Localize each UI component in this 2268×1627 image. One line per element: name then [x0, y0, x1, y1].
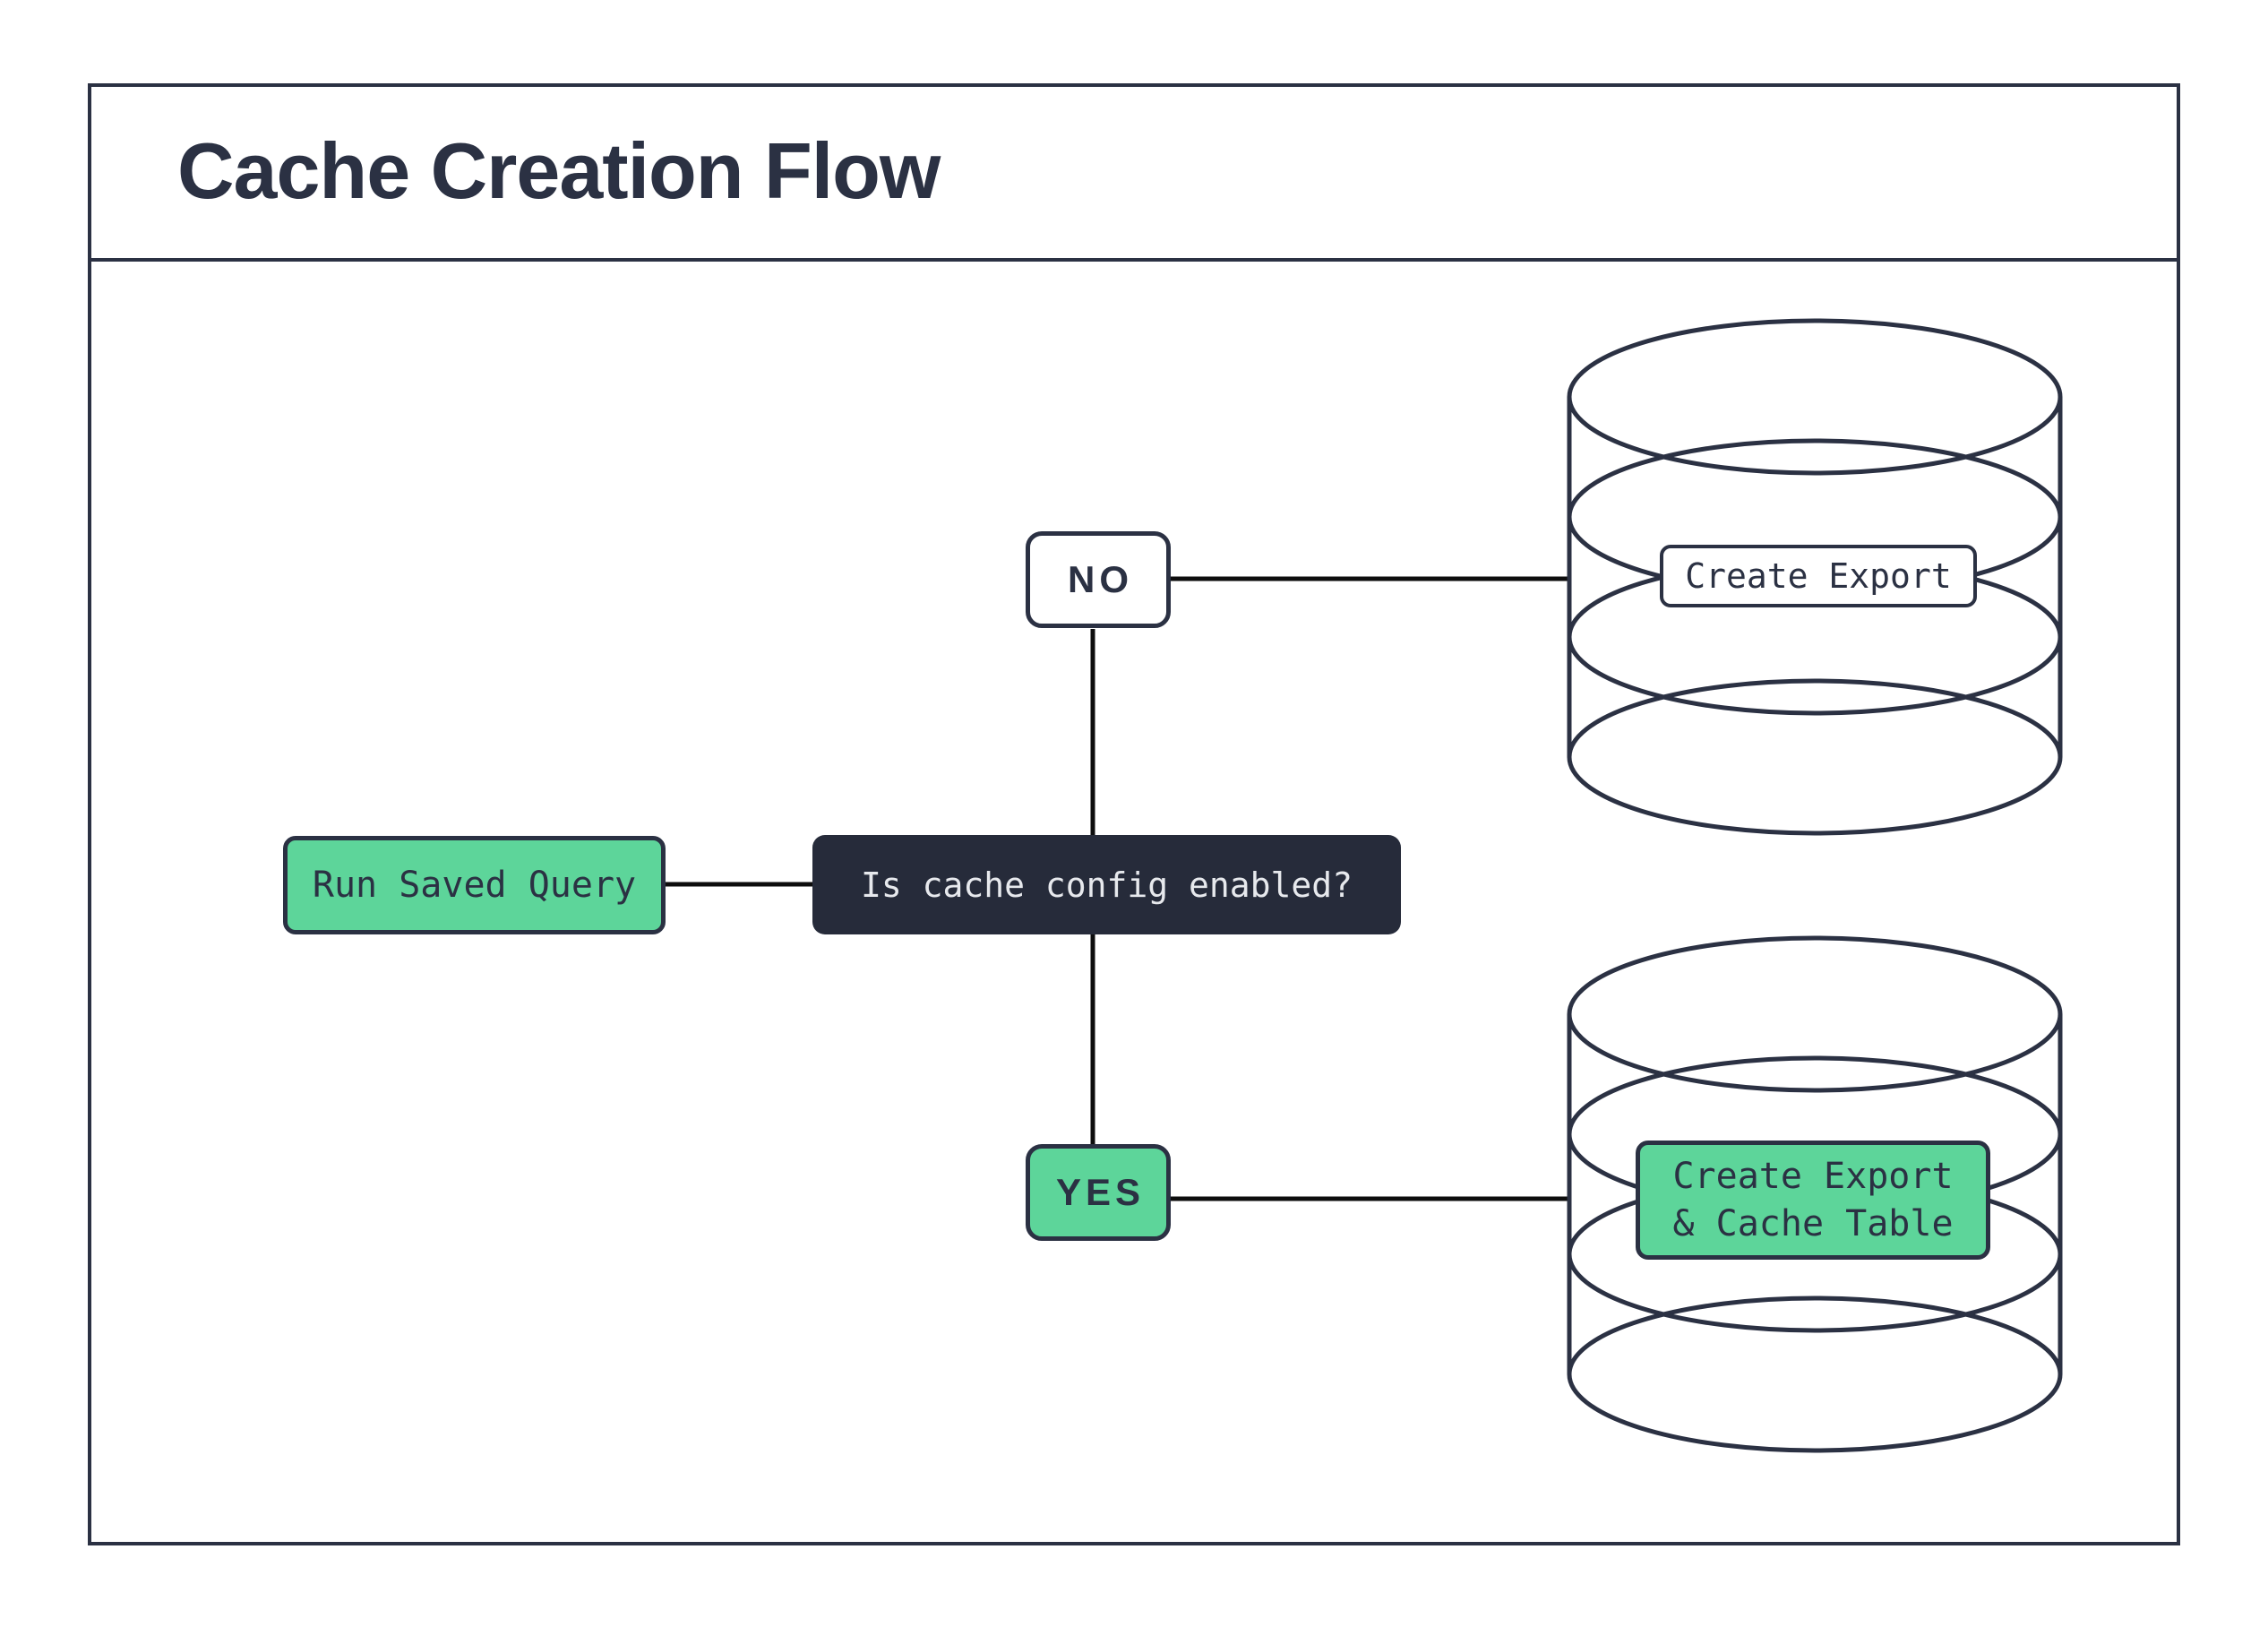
cylinder-disk — [1567, 1296, 2063, 1453]
title-bar: Cache Creation Flow — [88, 83, 2180, 262]
node-create-export-label: Create Export — [1660, 545, 1977, 607]
diagram-title: Cache Creation Flow — [177, 125, 941, 215]
node-create-export-cache-table-label: Create Export & Cache Table — [1636, 1141, 1990, 1260]
edge-label-yes: YES — [1026, 1144, 1171, 1241]
node-run-saved-query: Run Saved Query — [283, 836, 666, 934]
export-database-cylinder — [1567, 318, 2063, 836]
node-cache-config-question: Is cache config enabled? — [812, 835, 1401, 934]
edge-label-no: NO — [1026, 531, 1171, 628]
diagram-frame — [88, 83, 2180, 1545]
cylinder-disk — [1567, 678, 2063, 836]
cylinder-disk — [1567, 935, 2063, 1093]
cylinder-disk — [1567, 318, 2063, 476]
